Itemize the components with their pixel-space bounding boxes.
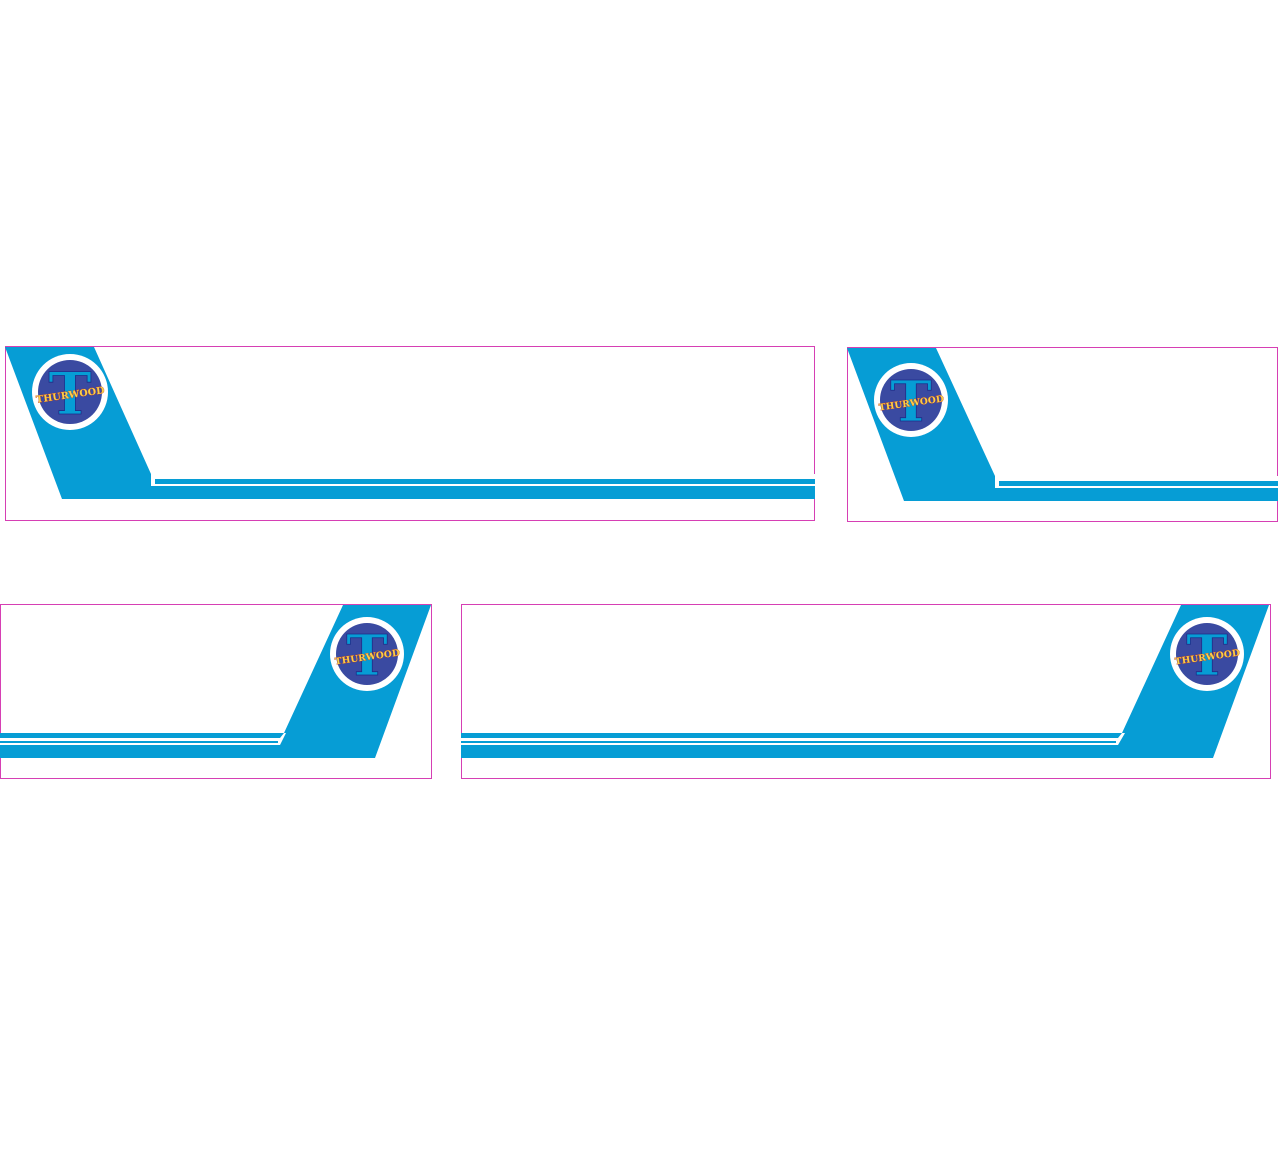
diagonal-stripe [461,605,1269,758]
badge-disc [1176,623,1238,685]
thurwood-badge: T THURWOOD [330,617,404,691]
diagonal-stripe [0,605,431,758]
decal-panel-wide-left: T THURWOOD [5,346,815,521]
stripe-gap [151,474,815,486]
thurwood-badge: T THURWOOD [32,354,108,430]
stripe-gap [461,733,1125,745]
badge-monogram: T [1186,623,1228,689]
badge-monogram: T [890,369,932,435]
stripe-gap [0,733,286,745]
stripe-gap [995,476,1278,488]
decal-panel-short-right: T THURWOOD [0,604,432,779]
decal-panel-short-left: T THURWOOD [847,347,1278,522]
thurwood-badge: T THURWOOD [1170,617,1244,691]
badge-disc [38,360,102,424]
badge-disc [336,623,398,685]
diagonal-stripe [847,348,1278,501]
badge-monogram: T [346,623,388,689]
badge-disc [880,369,942,431]
badge-monogram: T [48,360,91,428]
decal-panel-wide-right: T THURWOOD [461,604,1271,779]
thurwood-badge: T THURWOOD [874,363,948,437]
